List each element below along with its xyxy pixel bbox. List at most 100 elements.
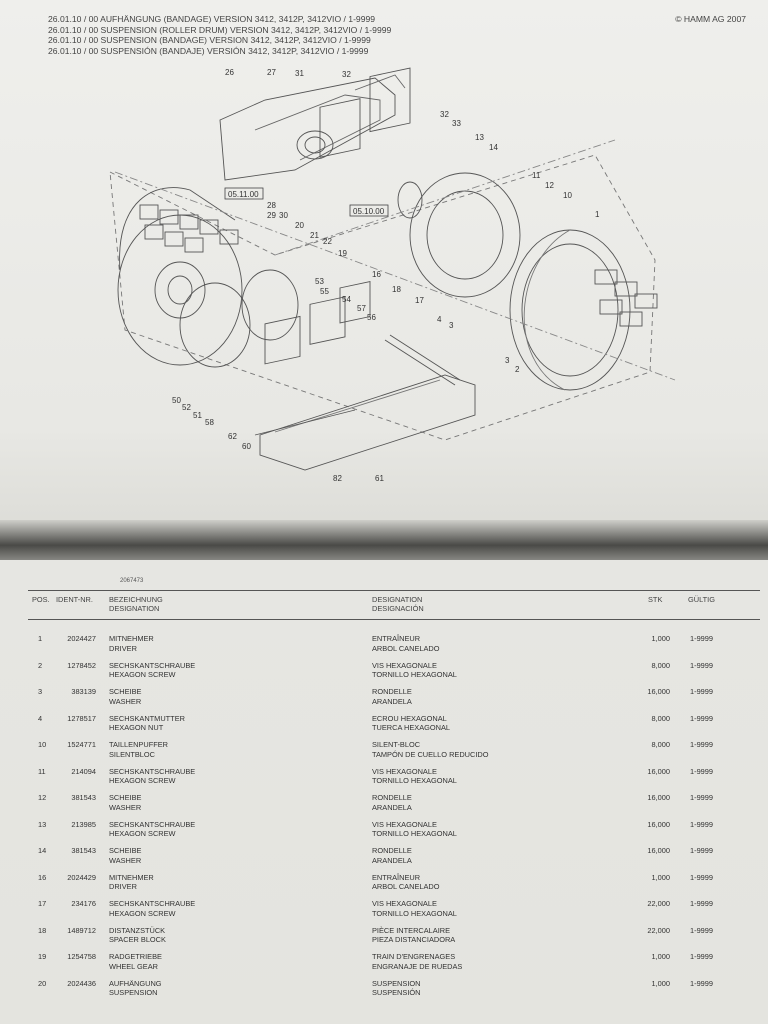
callout: 11 [532, 171, 541, 180]
callout: 27 [267, 68, 276, 77]
cell-bez-en: SPACER BLOCK [109, 935, 166, 944]
cell-pos: 11 [38, 767, 46, 777]
cell-ident: 1254758 [60, 952, 96, 962]
callout: 58 [205, 418, 214, 427]
parts-list-page [0, 560, 768, 1024]
callout: 54 [342, 295, 351, 304]
cell-gultig-line: 1-9999 [690, 952, 714, 961]
ref-box: 05.10.00 [349, 204, 389, 217]
header-ident-label: IDENT-NR. [56, 595, 93, 604]
cell-des-es: ARANDELA [372, 802, 412, 812]
header-line: 26.01.10 / 00 SUSPENSION (ROLLER DRUM) V… [48, 24, 392, 35]
callout: 32 [440, 110, 449, 119]
cell-bez-en: DRIVER [109, 882, 137, 891]
cell-ident: 383139 [60, 687, 96, 697]
cell-pos-line: 16 [38, 872, 47, 882]
cell-bez-de-line: AUFHÄNGUNG [109, 978, 162, 988]
cell-gultig: 1-9999 [690, 952, 713, 962]
cell-pos-line: 10 [38, 740, 47, 749]
cell-bez-de-line: SECHSKANTMUTTER [109, 713, 185, 723]
callout: 26 [225, 68, 234, 77]
cell-pos-line: 20 [38, 978, 47, 988]
cell-des-fr-line: SUSPENSION [372, 978, 421, 988]
cell-bez-en: WASHER [109, 855, 142, 865]
cell-gultig: 1-9999 [690, 661, 713, 671]
cell-stk-line: 8,000 [651, 740, 671, 749]
cell-ident: 381543 [60, 793, 96, 803]
cell-gultig-line: 1-9999 [690, 713, 714, 723]
cell-ident-line: 2024429 [67, 872, 96, 882]
cell-bez-de-line: SECHSKANTSCHRAUBE [109, 766, 196, 776]
cell-des-fr-line: ENTRAÎNEUR [372, 872, 421, 882]
cell-pos-line: 12 [38, 793, 47, 802]
cell-stk-line: 1,000 [651, 872, 671, 882]
cell-gultig-line: 1-9999 [690, 660, 714, 670]
header-stk: STK [648, 595, 662, 604]
cell-pos-line: 14 [38, 846, 47, 855]
cell-gultig-line: 1-9999 [690, 687, 714, 696]
callout: 12 [545, 181, 554, 190]
diagram-page: 26.01.10 / 00 AUFHÄNGUNG (BANDAGE) VERSI… [0, 0, 768, 535]
cell-des-fr-line: SILENT-BLOC [372, 740, 421, 749]
cell-des-fr-line: PIÈCE INTERCALAIRE [372, 925, 451, 935]
cell-stk: 16,000 [636, 793, 670, 803]
cell-stk-line: 16,000 [647, 766, 670, 776]
cell-gultig-line: 1-9999 [690, 872, 714, 882]
cell-des-fr-line: RONDELLE [372, 846, 412, 855]
callout: 52 [182, 403, 191, 412]
cell-ident: 234176 [60, 899, 96, 909]
copyright: © HAMM AG 2007 [675, 14, 746, 24]
cell-stk: 1,000 [636, 979, 671, 989]
callout: 57 [357, 304, 366, 313]
cell-bez-de-line: SCHEIBE [109, 687, 142, 696]
cell-gultig: 1-9999 [690, 793, 713, 803]
callout: 55 [320, 287, 329, 296]
callout: 21 [310, 231, 319, 240]
cell-gultig: 1-9999 [690, 767, 713, 777]
cell-stk: 8,000 [636, 740, 671, 750]
cell-stk-line: 1,000 [651, 634, 671, 643]
callout: 10 [563, 191, 572, 200]
cell-stk: 1,000 [636, 952, 671, 962]
callout: 31 [295, 69, 304, 78]
cell-ident-line: 2024427 [67, 634, 96, 643]
cell-pos-line: 13 [38, 819, 47, 829]
cell-stk-line: 16,000 [647, 819, 670, 829]
cell-stk: 22,000 [636, 899, 670, 909]
header-stk-label: STK [648, 595, 663, 604]
cell-gultig-line: 1-9999 [690, 793, 714, 802]
table-top-rule [28, 590, 760, 591]
cell-bez-en: WASHER [109, 696, 142, 706]
header-des-es: DESIGNACIÓN [372, 604, 424, 613]
cell-des-fr-line: VIS HEXAGONALE [372, 766, 437, 776]
cell-bez-en: HEXAGON NUT [109, 723, 164, 732]
cell-bez-de-line: SCHEIBE [109, 793, 142, 802]
page-header: 26.01.10 / 00 AUFHÄNGUNG (BANDAGE) VERSI… [48, 14, 391, 56]
cell-bez-de-line: RADGETRIEBE [109, 952, 162, 961]
cell-bez-de-line: MITNEHMER [109, 634, 154, 643]
cell-ident: 2024436 [60, 979, 96, 989]
callout: 17 [415, 296, 424, 305]
ref-box: 05.11.00 [224, 187, 264, 200]
cell-pos: 14 [38, 846, 46, 856]
cell-ident: 214094 [60, 767, 96, 777]
cell-ident: 2024429 [60, 873, 96, 883]
cell-stk: 8,000 [636, 714, 671, 724]
cell-des-es: ENGRANAJE DE RUEDAS [372, 961, 463, 971]
header-designation: DESIGNATION DESIGNACIÓN [372, 595, 424, 613]
cell-ident-line: 1524771 [67, 740, 96, 749]
callout: 19 [338, 249, 347, 258]
cell-bez-de-line: SECHSKANTSCHRAUBE [109, 899, 196, 908]
callout: 22 [323, 237, 332, 246]
cell-des-es: ARANDELA [372, 696, 412, 706]
